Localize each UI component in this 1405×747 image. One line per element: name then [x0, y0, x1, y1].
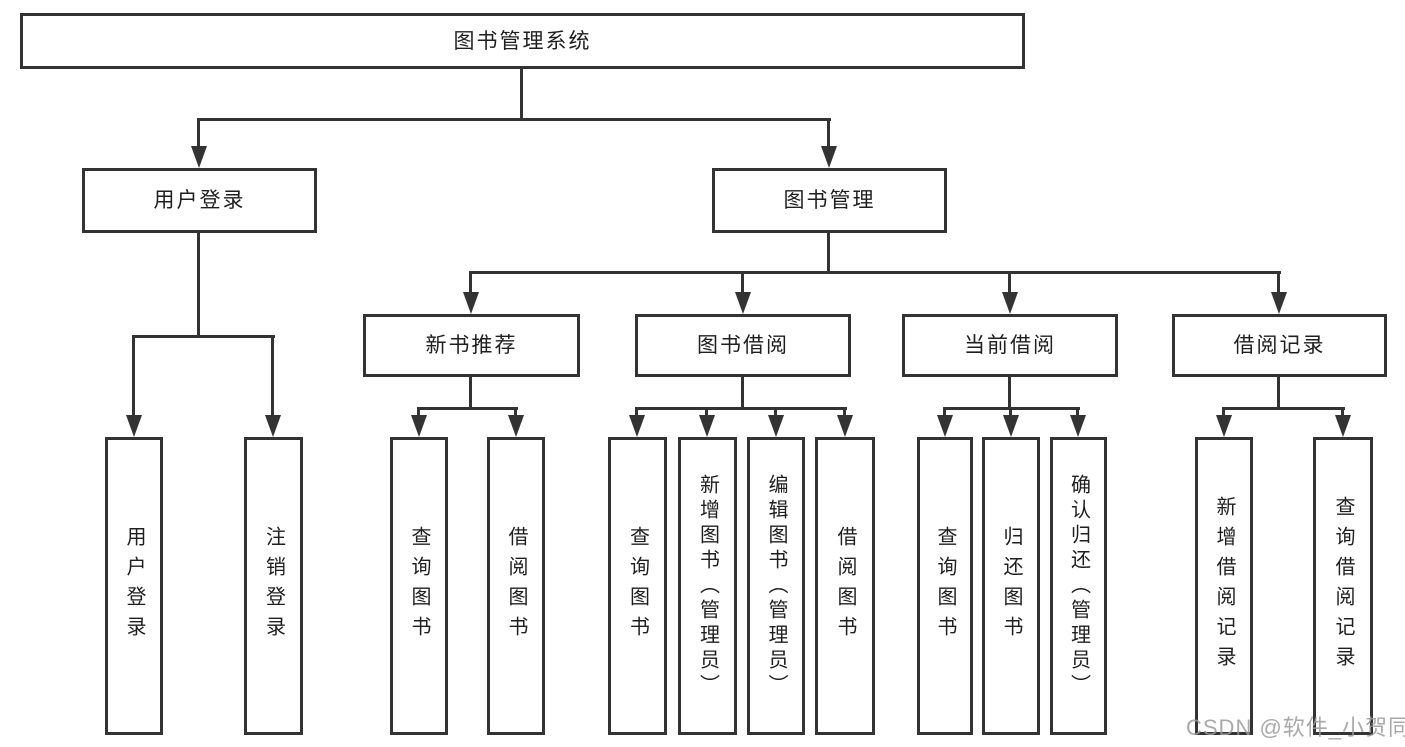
connector-line: [705, 407, 708, 415]
leaf-confirm-return-admin: 确认归还（管理员）: [1050, 437, 1107, 735]
connector-line: [133, 335, 275, 338]
node-label: 查询图书: [934, 526, 956, 646]
leaf-logout: 注销登录: [244, 437, 303, 735]
arrowhead-down-icon: [411, 415, 427, 437]
node-book-management: 图书管理: [712, 168, 947, 233]
arrowhead-down-icon: [629, 415, 645, 437]
connector-line: [198, 118, 831, 121]
connector-line: [943, 407, 946, 415]
arrowhead-down-icon: [768, 415, 784, 437]
node-label: 归还图书: [1000, 526, 1022, 646]
leaf-add-book-admin: 新增图书（管理员）: [678, 437, 737, 735]
leaf-query-books-recommend: 查询图书: [390, 437, 448, 735]
connector-line: [1008, 377, 1011, 407]
leaf-query-books-borrow: 查询图书: [608, 437, 667, 735]
arrowhead-down-icon: [821, 146, 837, 168]
leaf-borrow-books-recommend: 借阅图书: [487, 437, 545, 735]
node-label: 查询图书: [626, 526, 649, 646]
connector-line: [827, 233, 830, 271]
node-current-borrow: 当前借阅: [902, 314, 1118, 377]
node-label: 图书管理: [783, 189, 876, 212]
arrowhead-down-icon: [1335, 415, 1351, 437]
connector-line: [1222, 407, 1225, 415]
connector-line: [469, 271, 472, 292]
node-label: 编辑图书（管理员）: [765, 473, 787, 699]
arrowhead-down-icon: [191, 146, 207, 168]
connector-line: [1277, 377, 1280, 407]
node-label: 借阅图书: [834, 526, 856, 646]
node-label: 确认归还（管理员）: [1067, 473, 1090, 699]
arrowhead-down-icon: [1271, 292, 1287, 314]
arrowhead-down-icon: [265, 415, 281, 437]
leaf-query-borrow-record: 查询借阅记录: [1313, 437, 1373, 735]
connector-line: [827, 118, 830, 146]
node-label: 借阅记录: [1233, 334, 1326, 357]
arrowhead-down-icon: [699, 415, 715, 437]
connector-line: [197, 118, 200, 146]
node-label: 图书借阅: [697, 334, 789, 357]
node-label: 图书管理系统: [453, 29, 592, 53]
connector-line: [520, 69, 523, 118]
node-label: 查询图书: [408, 526, 430, 646]
arrowhead-down-icon: [508, 415, 524, 437]
connector-line: [1008, 271, 1011, 292]
connector-line: [417, 407, 420, 415]
node-label: 当前借阅: [964, 334, 1056, 357]
node-user-login: 用户登录: [82, 168, 317, 233]
connector-line: [774, 407, 777, 415]
connector-line: [741, 271, 744, 292]
node-borrow-records: 借阅记录: [1172, 314, 1387, 377]
leaf-add-borrow-record: 新增借阅记录: [1195, 437, 1253, 735]
connector-line: [418, 407, 518, 410]
node-label: 注销登录: [262, 526, 285, 646]
connector-line: [469, 377, 472, 407]
connector-line: [635, 407, 638, 415]
node-label: 查询借阅记录: [1332, 496, 1354, 676]
connector-line: [1222, 407, 1345, 410]
connector-line: [271, 335, 274, 415]
node-book-borrow: 图书借阅: [635, 314, 851, 377]
connector-line: [1341, 407, 1344, 415]
connector-line: [741, 377, 744, 407]
node-label: 借阅图书: [505, 526, 527, 646]
connector-line: [636, 407, 847, 410]
arrowhead-down-icon: [837, 415, 853, 437]
leaf-return-books: 归还图书: [982, 437, 1040, 735]
watermark: CSDN @软件_小贺同学: [1186, 715, 1405, 740]
connector-line: [132, 335, 135, 415]
arrowhead-down-icon: [126, 415, 142, 437]
leaf-borrow-books: 借阅图书: [815, 437, 875, 735]
node-label: 新增借阅记录: [1213, 496, 1235, 676]
connector-line: [197, 233, 200, 335]
arrowhead-down-icon: [1003, 415, 1019, 437]
node-label: 新增图书（管理员）: [696, 473, 719, 699]
node-label: 用户登录: [153, 189, 246, 212]
node-new-book-recommend: 新书推荐: [363, 314, 580, 377]
node-label: 用户登录: [123, 526, 145, 646]
leaf-user-login: 用户登录: [105, 437, 163, 735]
node-label: 新书推荐: [425, 334, 518, 357]
arrowhead-down-icon: [1216, 415, 1232, 437]
arrowhead-down-icon: [937, 415, 953, 437]
node-root: 图书管理系统: [20, 13, 1025, 69]
connector-line: [843, 407, 846, 415]
arrowhead-down-icon: [735, 292, 751, 314]
connector-line: [514, 407, 517, 415]
connector-line: [1076, 407, 1079, 415]
leaf-edit-book-admin: 编辑图书（管理员）: [747, 437, 805, 735]
connector-line: [470, 271, 1281, 274]
connector-line: [1009, 407, 1012, 415]
arrowhead-down-icon: [1070, 415, 1086, 437]
arrowhead-down-icon: [463, 292, 479, 314]
arrowhead-down-icon: [1002, 292, 1018, 314]
leaf-query-books-current: 查询图书: [917, 437, 973, 735]
connector-line: [1277, 271, 1280, 292]
